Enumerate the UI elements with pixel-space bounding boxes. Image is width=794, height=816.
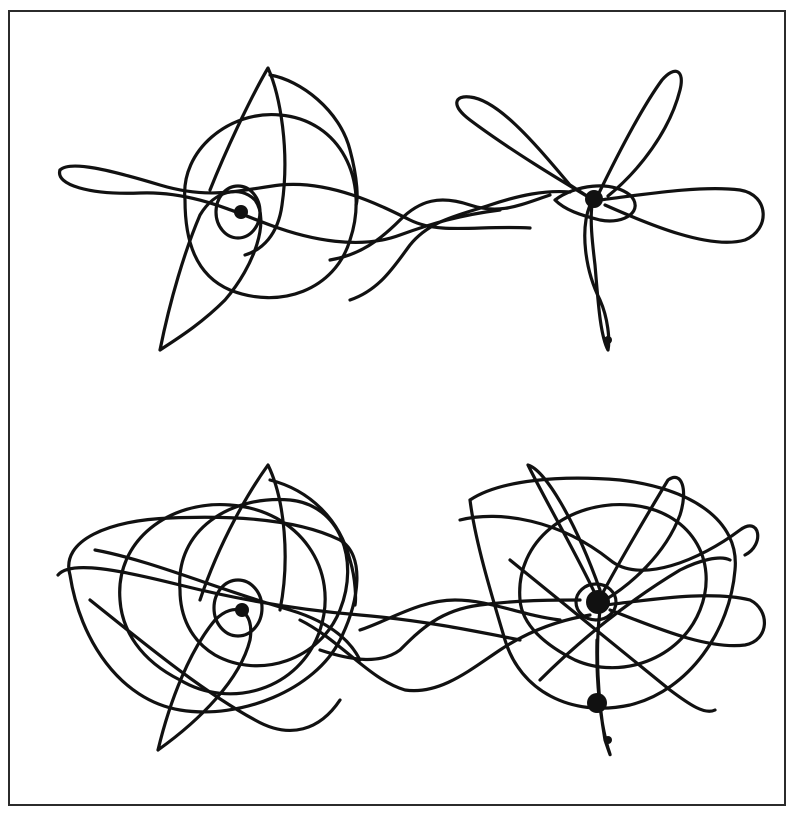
top-left-body (234, 205, 248, 219)
top-right-lower-tip (604, 336, 612, 344)
top-left-lower-return (60, 170, 500, 242)
bottom-right-lower-tip (604, 736, 612, 744)
top-right-lower-petal (585, 205, 609, 350)
bottom-left-lower-spike (158, 610, 251, 750)
top-right-right-petal (600, 189, 763, 243)
top-panel (60, 68, 764, 350)
top-left-large-circle (185, 115, 357, 298)
top-right-body (585, 190, 603, 208)
bottom-right-upper-loop (460, 516, 758, 570)
top-right-upper-left-petal (457, 97, 590, 198)
bottom-left-circle-a (120, 505, 325, 694)
bottom-left-outer-loop (69, 517, 357, 712)
bottom-left-upper-spike (200, 465, 285, 610)
bottom-panel (58, 465, 764, 755)
top-left-horizontal-loop (60, 166, 530, 229)
top-right-upper-right-petal (598, 71, 681, 196)
bottom-right-body (586, 590, 610, 614)
bottom-right-upper-spike-right (600, 477, 684, 600)
bottom-left-body (235, 603, 249, 617)
bottom-right-lower-body (587, 693, 607, 713)
